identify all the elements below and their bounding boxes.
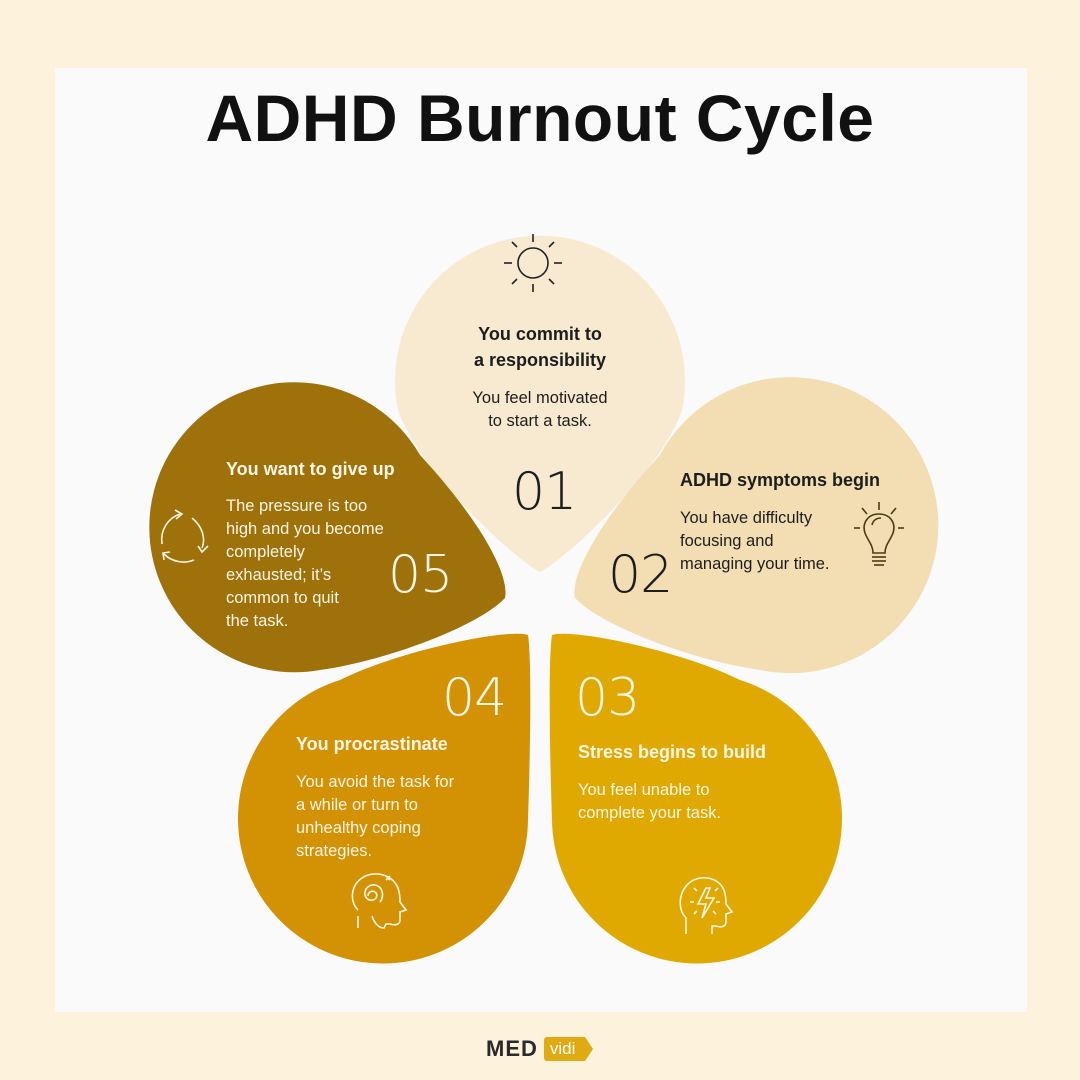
- step-05-body: The pressure is too high and you become …: [226, 497, 384, 630]
- step-02-body: You have difficulty focusing and managin…: [680, 509, 830, 573]
- step-04-heading: You procrastinate: [296, 734, 448, 754]
- petal-04: [238, 633, 531, 964]
- sun-icon: [504, 234, 562, 292]
- step-05-number: 05: [388, 545, 453, 605]
- logo-med-text: MED: [486, 1036, 538, 1061]
- cycle-arrows-icon: [160, 509, 209, 563]
- step-03-number: 03: [575, 668, 640, 728]
- logo-vidi-badge: vidi: [543, 1037, 593, 1061]
- petal-03: [549, 633, 842, 964]
- step-02-heading: ADHD symptoms begin: [680, 470, 881, 490]
- medvidi-logo: MED vidi: [486, 1036, 593, 1062]
- step-03-heading: Stress begins to build: [578, 742, 767, 762]
- step-04-body: You avoid the task for a while or turn t…: [296, 773, 455, 860]
- step-01-heading: You commit to a responsibility: [473, 324, 607, 370]
- petal-05: [149, 382, 506, 673]
- step-01-number: 01: [512, 462, 577, 522]
- head-spiral-icon: [351, 873, 408, 929]
- step-03-body: You feel unable to complete your task.: [578, 781, 722, 822]
- petal-01: [395, 235, 685, 572]
- step-04-number: 04: [442, 668, 507, 728]
- step-02-number: 02: [608, 545, 673, 605]
- lightbulb-icon: [854, 502, 904, 566]
- step-05-heading: You want to give up: [226, 459, 395, 479]
- petal-02: [574, 377, 939, 674]
- step-01-body: You feel motivated to start a task.: [472, 389, 608, 430]
- page-title: ADHD Burnout Cycle: [205, 81, 875, 155]
- head-lightning-icon: [679, 877, 734, 934]
